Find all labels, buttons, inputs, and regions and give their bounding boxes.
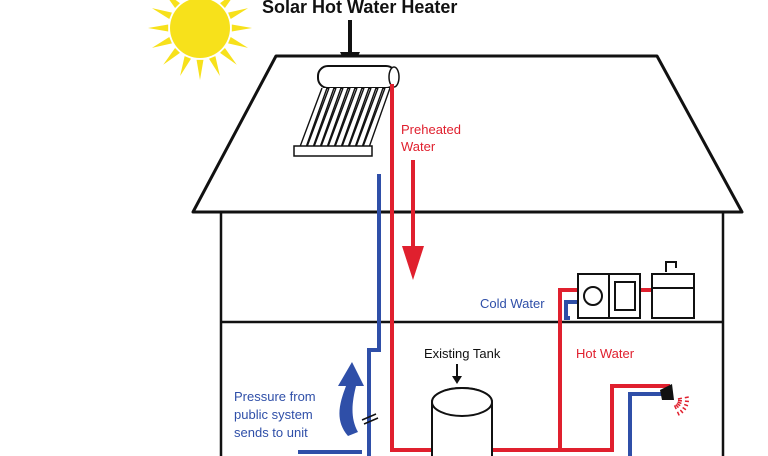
valve-icon bbox=[361, 413, 379, 425]
house-roof bbox=[191, 54, 744, 214]
sun-ray bbox=[151, 36, 172, 48]
shower-drop bbox=[676, 411, 680, 416]
diagram-title: Solar Hot Water Heater bbox=[262, 0, 457, 17]
house-walls bbox=[219, 212, 725, 456]
shower-drop bbox=[684, 396, 689, 399]
shower-drop bbox=[682, 406, 687, 411]
shower-drop bbox=[675, 404, 680, 409]
shower-drop bbox=[683, 403, 689, 407]
sun-ray bbox=[196, 59, 204, 80]
sun-ray bbox=[180, 56, 192, 77]
sink-icon bbox=[651, 261, 695, 319]
pressure-label-line1: Pressure from bbox=[234, 389, 316, 404]
shower-drop bbox=[679, 409, 684, 414]
washer-dryer-icon bbox=[577, 273, 641, 319]
sun-ray bbox=[208, 56, 220, 77]
hot-water-label: Hot Water bbox=[576, 346, 635, 361]
shower-head-icon bbox=[660, 384, 690, 416]
sun-ray bbox=[169, 0, 180, 8]
shower-drop bbox=[677, 397, 682, 400]
sun-icon bbox=[148, 0, 252, 80]
water-tank-icon bbox=[431, 387, 493, 456]
solar-collector-icon bbox=[293, 65, 400, 157]
preheated-label-line1: Preheated bbox=[401, 122, 461, 137]
shower-drop bbox=[677, 401, 682, 405]
preheated-label-line2: Water bbox=[401, 139, 436, 154]
sun-ray bbox=[231, 24, 252, 32]
pressure-label-line3: sends to unit bbox=[234, 425, 308, 440]
sun-ray bbox=[151, 8, 172, 20]
sun-ray bbox=[220, 0, 231, 8]
sun-ray bbox=[163, 48, 180, 65]
tank-arrow bbox=[452, 364, 462, 384]
existing-tank-label: Existing Tank bbox=[424, 346, 501, 361]
sun-ray bbox=[228, 8, 249, 20]
sun-ray bbox=[220, 48, 237, 65]
pressure-label-line2: public system bbox=[234, 407, 313, 422]
preheated-arrow bbox=[402, 160, 424, 280]
collector-base bbox=[293, 145, 373, 157]
cold-water-label: Cold Water bbox=[480, 296, 545, 311]
shower-pipe bbox=[628, 392, 664, 456]
sun-ray bbox=[148, 24, 169, 32]
shower-drop bbox=[673, 405, 677, 410]
shower-drop bbox=[676, 402, 681, 407]
sun-ray bbox=[228, 36, 249, 48]
pressure-arrow bbox=[338, 362, 364, 436]
cold-water-line bbox=[298, 174, 580, 456]
